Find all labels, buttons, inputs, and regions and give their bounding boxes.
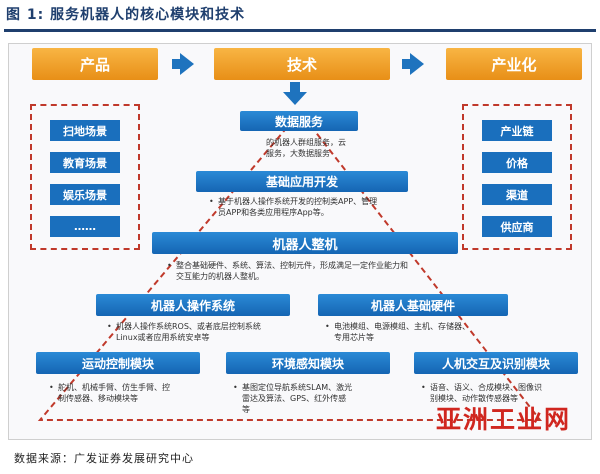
- desc-line: 服务，大数据服务: [266, 149, 330, 158]
- desc-line: 等: [242, 405, 250, 414]
- desc-line: 专用芯片等: [334, 333, 374, 342]
- desc-line: 机器人操作系统ROS、或者底层控制系统: [116, 322, 261, 331]
- bullet-icon: •: [49, 383, 54, 392]
- product-item: 教育场景: [50, 152, 120, 173]
- right-arrow-icon: [180, 53, 194, 75]
- bullet-icon: •: [167, 261, 172, 270]
- header-industry: 产业化: [446, 48, 582, 80]
- module-os: 机器人操作系统: [96, 294, 290, 316]
- module-robot: 机器人整机: [152, 232, 458, 254]
- right-arrow-icon: [410, 53, 424, 75]
- title-rule: [4, 29, 596, 32]
- bullet-icon: •: [325, 322, 330, 331]
- bullet-icon: •: [421, 383, 426, 392]
- product-column: [30, 104, 140, 250]
- data-service-desc: 的机器人群组服务，云 服务，大数据服务: [266, 137, 376, 159]
- industry-item: 产业链: [482, 120, 552, 141]
- industry-column: [462, 104, 572, 250]
- desc-line: 交互能力的机器人整机。: [176, 272, 264, 281]
- desc-line: 雷达及算法、GPS、红外传感: [242, 394, 347, 403]
- figure-title: 图 1: 服务机器人的核心模块和技术: [6, 7, 246, 23]
- module-env: 环境感知模块: [226, 352, 390, 374]
- desc-line: 语音、语义、合成模块、图像识: [430, 383, 542, 392]
- watermark-logo: 亚洲工业网: [436, 405, 572, 434]
- header-product: 产品: [32, 48, 158, 80]
- product-item: 娱乐场景: [50, 184, 120, 205]
- arrow-shaft-1: [172, 59, 180, 69]
- env-desc: • 基图定位导航系统SLAM、激光 雷达及算法、GPS、红外传感 等: [233, 382, 392, 415]
- product-item: 扫地场景: [50, 120, 120, 141]
- product-item: ……: [50, 216, 120, 237]
- desc-line: 基图定位导航系统SLAM、激光: [242, 383, 353, 392]
- desc-line: 别模块、动作散传感器等: [430, 394, 518, 403]
- module-motion: 运动控制模块: [36, 352, 200, 374]
- bullet-icon: •: [209, 197, 214, 206]
- desc-line: 员APP和各类应用程序App等。: [218, 208, 329, 217]
- down-arrow-icon: [283, 82, 307, 105]
- module-hardware: 机器人基础硬件: [318, 294, 508, 316]
- robot-desc: • 整合基础硬件、系统、算法、控制元件，形成满足一定作业能力和 交互能力的机器人…: [167, 260, 466, 282]
- os-desc: • 机器人操作系统ROS、或者底层控制系统 Linux或者应用系统安卓等: [107, 321, 296, 343]
- desc-line: Linux或者应用系统安卓等: [116, 333, 210, 342]
- hci-desc: • 语音、语义、合成模块、图像识 别模块、动作散传感器等: [421, 382, 580, 404]
- header-tech: 技术: [214, 48, 390, 80]
- industry-item: 渠道: [482, 184, 552, 205]
- bullet-icon: •: [107, 322, 112, 331]
- motion-desc: • 舵机、机械手臂、仿生手臂、控 制传感器、移动模块等: [49, 382, 208, 404]
- desc-line: 舵机、机械手臂、仿生手臂、控: [58, 383, 170, 392]
- arrow-shaft-2: [402, 59, 410, 69]
- app-dev-desc: • 基于机器人操作系统开发的控制类APP、管理 员APP和各类应用程序App等。: [209, 196, 418, 218]
- desc-line: 制传感器、移动模块等: [58, 394, 138, 403]
- source-note: 数据来源：广发证券发展研究中心: [14, 452, 194, 465]
- module-app-dev: 基础应用开发: [196, 171, 408, 192]
- desc-line: 基于机器人操作系统开发的控制类APP、管理: [218, 197, 378, 206]
- desc-line: 电池模组、电源模组、主机、存储器、: [334, 322, 470, 331]
- module-hci: 人机交互及识别模块: [414, 352, 578, 374]
- industry-item: 供应商: [482, 216, 552, 237]
- desc-line: 的机器人群组服务，云: [266, 138, 346, 147]
- desc-line: 整合基础硬件、系统、算法、控制元件，形成满足一定作业能力和: [176, 261, 408, 270]
- module-data-service: 数据服务: [240, 111, 358, 131]
- industry-item: 价格: [482, 152, 552, 173]
- bullet-icon: •: [233, 383, 238, 392]
- hardware-desc: • 电池模组、电源模组、主机、存储器、 专用芯片等: [325, 321, 514, 343]
